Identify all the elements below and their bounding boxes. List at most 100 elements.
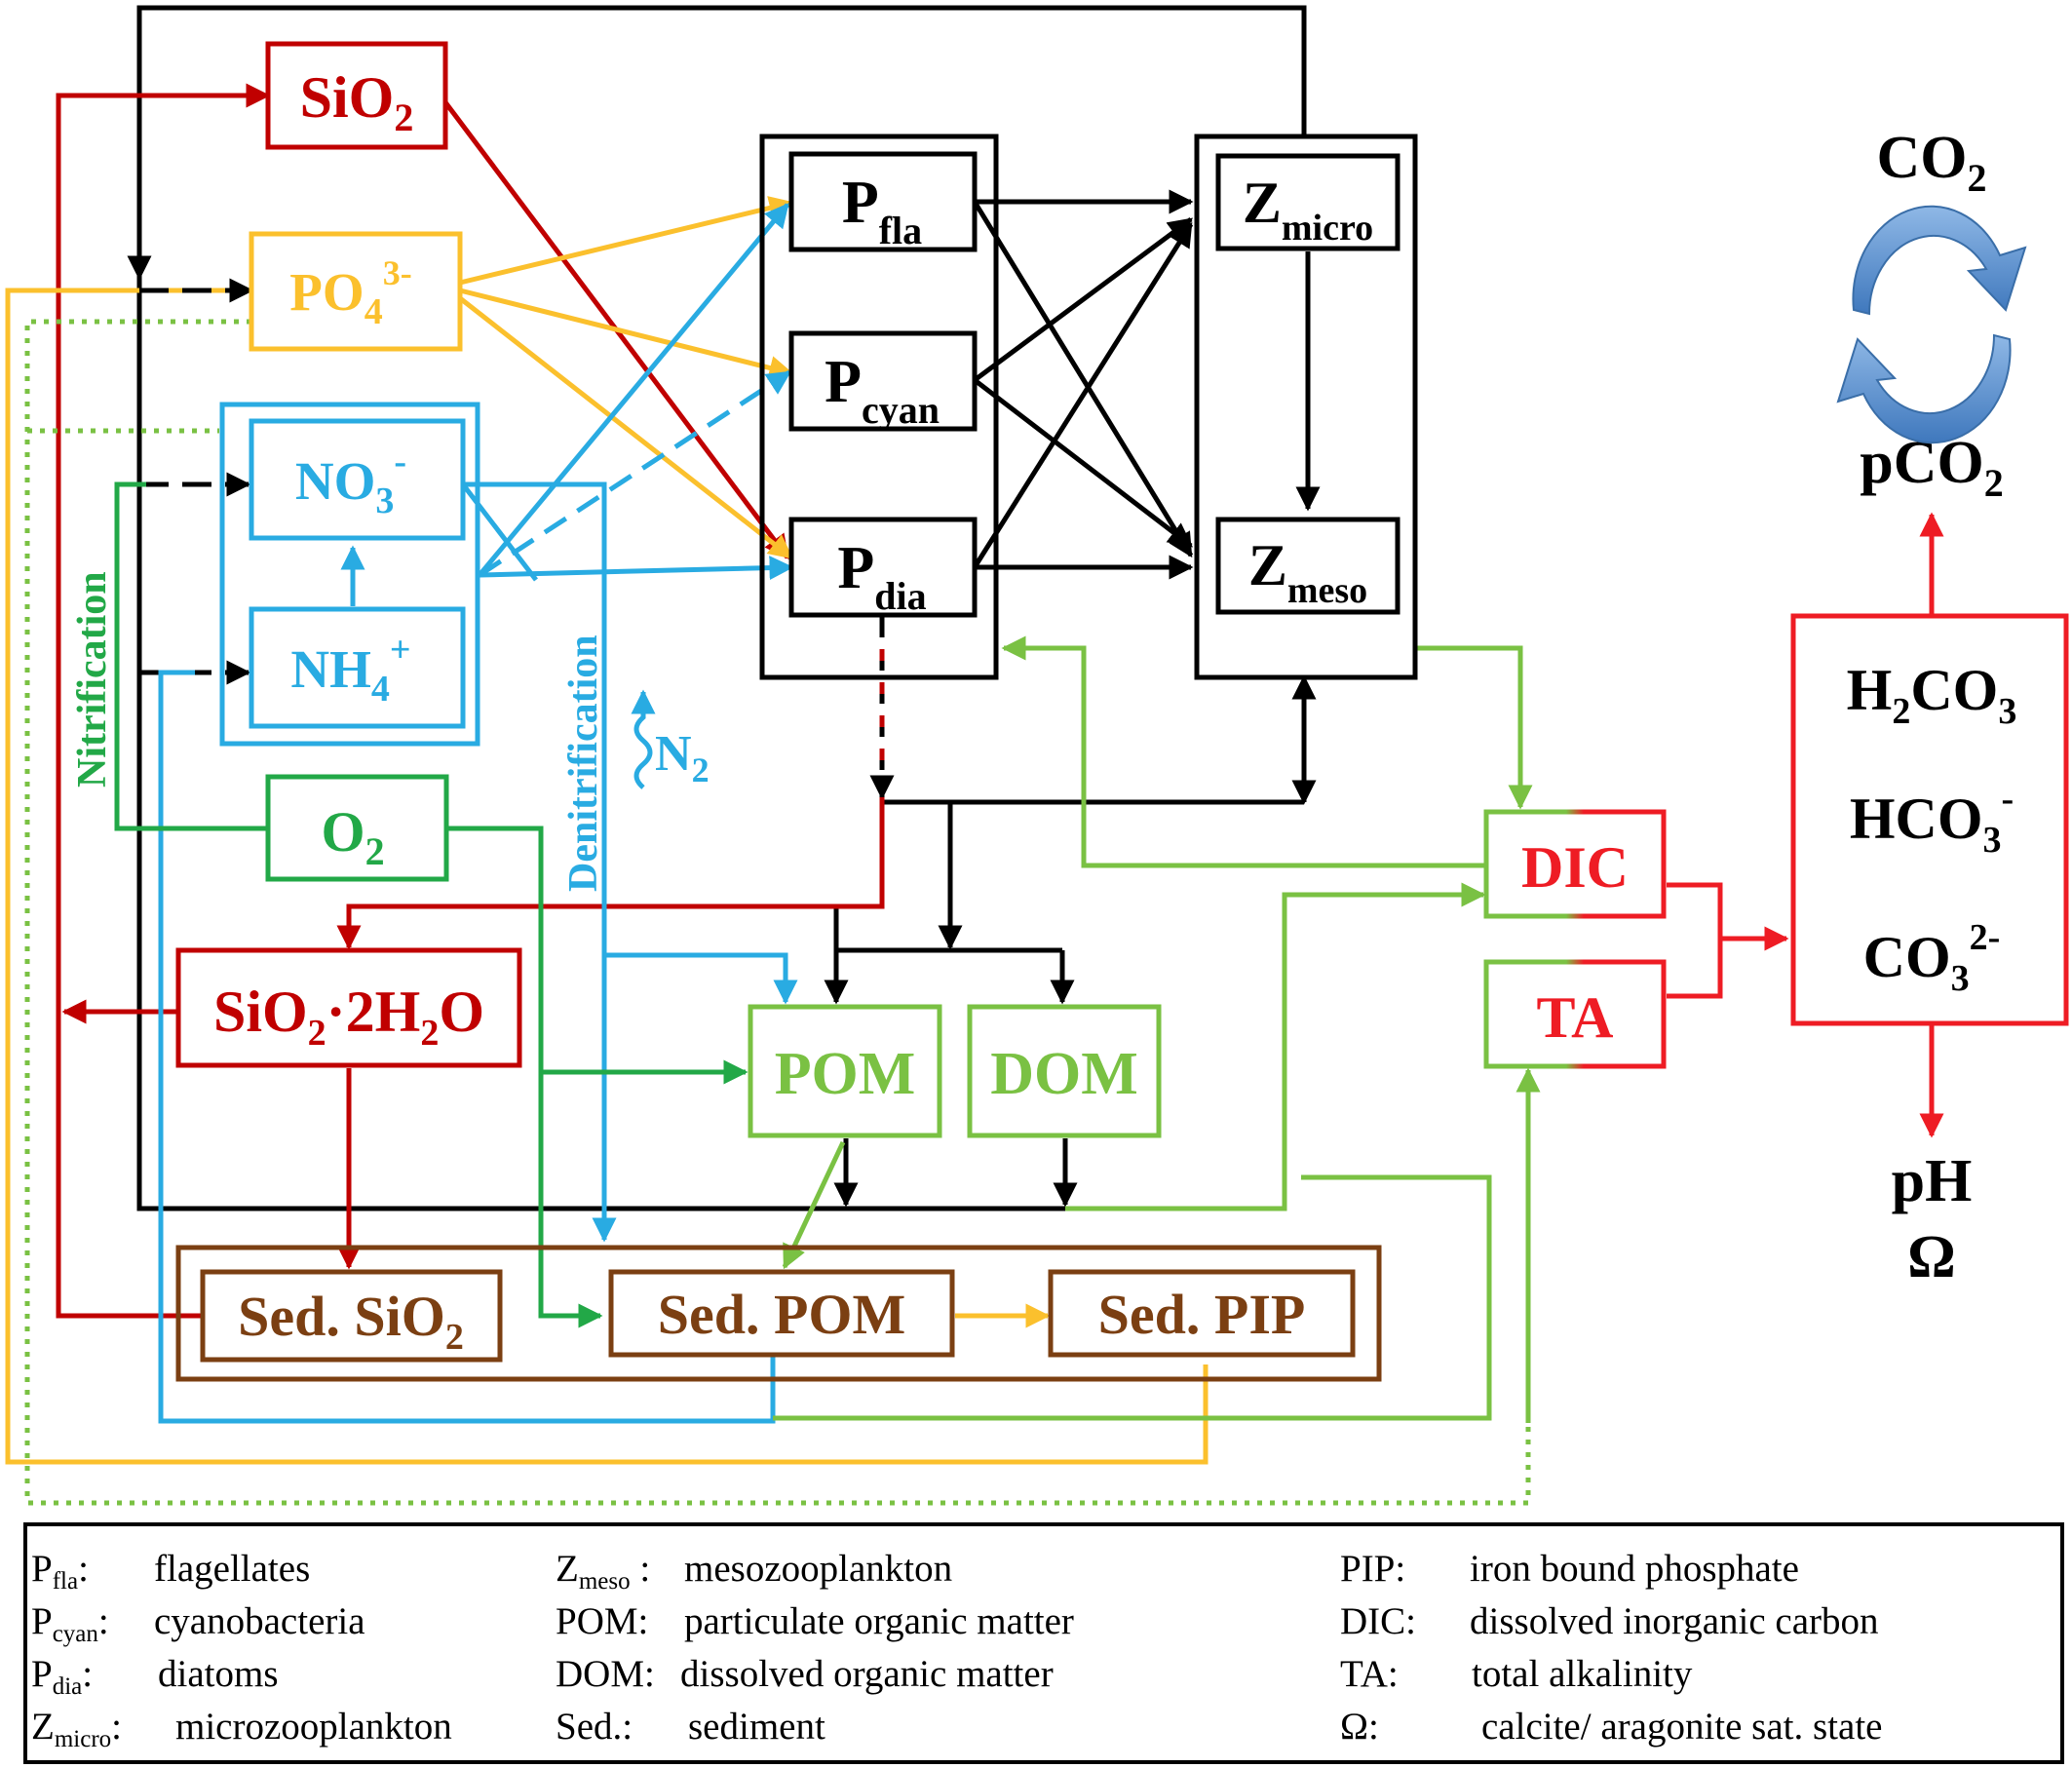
boxes bbox=[175, 134, 1418, 1382]
legend-desc: sediment bbox=[688, 1706, 825, 1748]
legend-desc: flagellates bbox=[154, 1548, 310, 1590]
svg-text:Sed. POM: Sed. POM bbox=[658, 1283, 906, 1346]
co3-label: CO32- bbox=[1863, 917, 2001, 999]
svg-text:Zmeso: Zmeso bbox=[1248, 533, 1367, 611]
po4-node: PO43- bbox=[249, 231, 463, 352]
lg-dic-phyto bbox=[1001, 635, 1486, 868]
p-fla-node: Pfla bbox=[788, 151, 978, 252]
legend-desc: diatoms bbox=[158, 1653, 279, 1695]
z-meso-node: Zmeso bbox=[1215, 517, 1401, 615]
svg-text:Sed. PIP: Sed. PIP bbox=[1098, 1283, 1306, 1346]
blue-denitrification bbox=[463, 481, 617, 1243]
nitrification-label: Nitrification bbox=[70, 571, 115, 788]
svg-text:O2: O2 bbox=[321, 800, 384, 873]
red-dic-carb bbox=[1667, 882, 1789, 951]
svg-text:PO43-: PO43- bbox=[289, 253, 411, 332]
svg-text:SiO2·2H2O: SiO2·2H2O bbox=[213, 980, 484, 1054]
dom-node: DOM bbox=[967, 1004, 1162, 1138]
legend-desc: cyanobacteria bbox=[154, 1600, 365, 1642]
pfla-zmeso bbox=[972, 200, 1194, 558]
sio2-node: SiO2 bbox=[265, 41, 448, 150]
green-o2-nitrification bbox=[114, 481, 268, 831]
svg-text:TA: TA bbox=[1537, 985, 1614, 1050]
orange-loop bbox=[5, 288, 1209, 1465]
legend-item: Ω: bbox=[1340, 1706, 1379, 1748]
legend-box bbox=[23, 1522, 2064, 1764]
red-pdia-to-opal bbox=[336, 797, 885, 950]
connectors bbox=[5, 5, 1944, 1506]
blue-n-pfla bbox=[478, 203, 789, 577]
svg-text:Zmicro: Zmicro bbox=[1243, 171, 1373, 249]
orange-po4-pdia bbox=[458, 296, 793, 559]
svg-text:N2: N2 bbox=[655, 726, 710, 789]
co2-cycle-icon bbox=[1836, 205, 2027, 444]
legend-desc: dissolved inorganic carbon bbox=[1470, 1600, 1879, 1642]
dic-node: DIC bbox=[1483, 809, 1667, 919]
nh4-node: NH4+ bbox=[249, 606, 466, 729]
legend: Pfla: flagellates Pcyan: cyanobacteria P… bbox=[23, 1522, 2064, 1764]
pcyan-zmeso bbox=[973, 378, 1193, 548]
svg-text:NH4+: NH4+ bbox=[290, 630, 410, 710]
svg-text:Pcyan: Pcyan bbox=[825, 349, 940, 432]
n2-label: N2 bbox=[631, 689, 710, 789]
sed-sio2-node: Sed. SiO2 bbox=[200, 1269, 503, 1363]
ph-label: pH bbox=[1892, 1148, 1973, 1214]
nitrogen-group-box bbox=[219, 402, 480, 747]
svg-text:DOM: DOM bbox=[990, 1041, 1138, 1107]
pom-node: POM bbox=[748, 1004, 942, 1138]
svg-text:Pfla: Pfla bbox=[842, 170, 922, 252]
svg-text:Sed. SiO2: Sed. SiO2 bbox=[238, 1285, 464, 1358]
svg-text:NO3-: NO3- bbox=[295, 442, 406, 521]
black-outer-loop bbox=[136, 5, 1307, 1211]
legend-desc: microzooplankton bbox=[175, 1706, 452, 1748]
svg-text:DIC: DIC bbox=[1521, 835, 1629, 900]
z-micro-node: Zmicro bbox=[1215, 153, 1401, 251]
p-dia-node: Pdia bbox=[788, 517, 978, 618]
legend-item: PIP: bbox=[1340, 1548, 1405, 1590]
pdia-zmicro bbox=[972, 221, 1194, 569]
legend-desc: dissolved organic matter bbox=[680, 1653, 1054, 1695]
legend-desc: particulate organic matter bbox=[684, 1600, 1074, 1642]
p-cyan-node: Pcyan bbox=[788, 330, 978, 432]
h2co3-label: H2CO3 bbox=[1847, 658, 2017, 732]
legend-item: Zmicro: bbox=[31, 1706, 122, 1752]
blue-sed-loop bbox=[158, 670, 776, 1424]
svg-text:POM: POM bbox=[775, 1041, 916, 1107]
legend-item: Pdia: bbox=[31, 1653, 93, 1700]
blue-n-pcyan bbox=[478, 369, 792, 578]
legend-item: DOM: bbox=[556, 1653, 655, 1695]
co2-label: CO2 bbox=[1877, 125, 1987, 200]
legend-item: DIC: bbox=[1340, 1600, 1416, 1642]
orange-po4-pfla bbox=[459, 196, 794, 286]
legend-item: POM: bbox=[556, 1600, 648, 1642]
wavy-arrow-icon bbox=[631, 689, 656, 789]
legend-item: Sed.: bbox=[556, 1706, 633, 1748]
lg-zoo-dic bbox=[1415, 645, 1533, 810]
blue-no3-out bbox=[461, 482, 538, 582]
sediment-group-box bbox=[175, 1245, 1382, 1382]
ta-node: TA bbox=[1483, 959, 1667, 1069]
svg-text:Pdia: Pdia bbox=[837, 535, 926, 618]
opal-node: SiO2·2H2O bbox=[175, 947, 522, 1068]
o2-node: O2 bbox=[265, 774, 449, 882]
orange-po4-pcyan bbox=[459, 288, 794, 380]
legend-desc: iron bound phosphate bbox=[1470, 1548, 1799, 1590]
hco3-label: HCO3- bbox=[1850, 779, 2014, 861]
svg-text:SiO2: SiO2 bbox=[300, 65, 414, 139]
zoo-group-box bbox=[1194, 134, 1418, 680]
legend-desc: calcite/ aragonite sat. state bbox=[1481, 1706, 1882, 1748]
legend-item: Pcyan: bbox=[31, 1600, 109, 1647]
no3-node: NO3- bbox=[249, 418, 466, 541]
denitrification-label: Denitrification bbox=[561, 634, 606, 892]
lg-sed-ta bbox=[773, 1174, 1492, 1421]
carbonate-system-box: H2CO3 HCO3- CO32- bbox=[1790, 613, 2069, 1026]
red-sed-to-sio2 bbox=[56, 83, 271, 1319]
legend-desc: total alkalinity bbox=[1472, 1653, 1693, 1695]
sed-pip-node: Sed. PIP bbox=[1048, 1269, 1356, 1358]
legend-desc: mesozooplankton bbox=[684, 1548, 952, 1590]
legend-item: TA: bbox=[1340, 1653, 1399, 1695]
legend-item: Zmeso : bbox=[556, 1548, 650, 1595]
blue-to-pom bbox=[604, 952, 798, 1005]
legend-item: Pfla: bbox=[31, 1548, 89, 1595]
